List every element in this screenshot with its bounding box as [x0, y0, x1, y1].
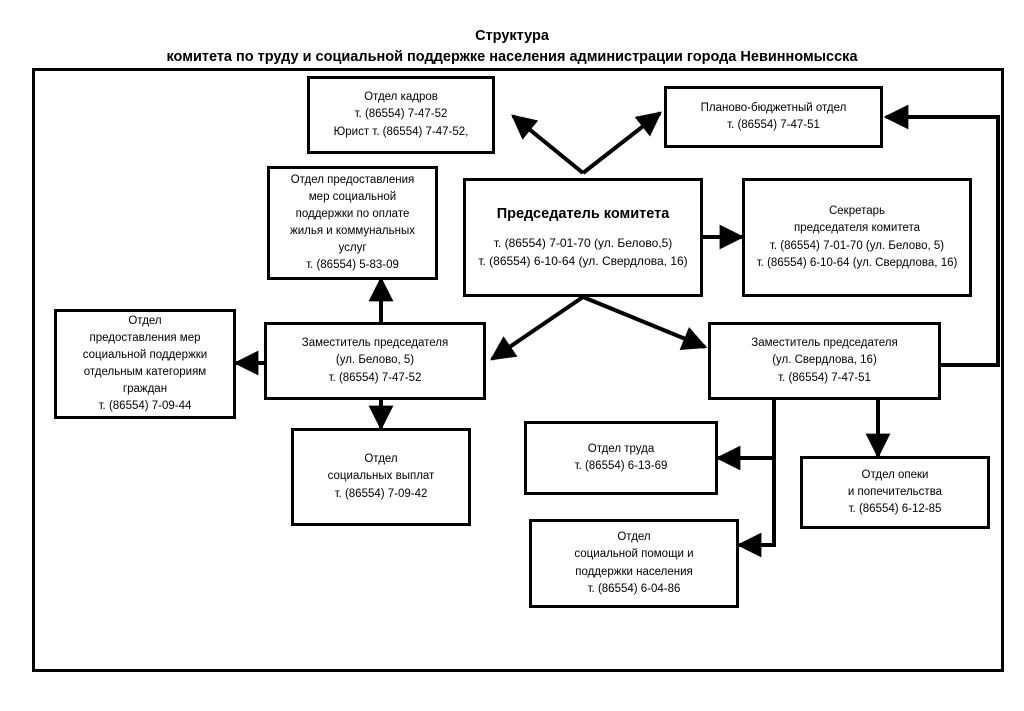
node-categories-support-department[interactable]: Отдел предоставления мер социальной подд… [54, 309, 236, 419]
node-social-aid-department[interactable]: Отдел социальной помощи и поддержки насе… [529, 519, 739, 608]
node-guardianship-line-1: и попечительства [847, 485, 943, 498]
title-line-1: Структура [475, 28, 549, 44]
node-categories-line-0: Отдел [128, 314, 162, 327]
node-secretary-line-0: Секретарь [828, 205, 886, 218]
node-housing-line-4: услуг [338, 242, 367, 255]
title-line-2: комитета по труду и социальной поддержке… [166, 49, 858, 66]
node-deputy-belovo[interactable]: Заместитель председателя (ул. Белово, 5)… [264, 322, 486, 400]
node-hr-department[interactable]: Отдел кадров т. (86554) 7-47-52 Юрист т.… [307, 76, 495, 154]
node-housing-line-0: Отдел предоставления [290, 173, 415, 186]
node-labor-line-0: Отдел труда [587, 442, 655, 455]
node-secretary-line-1: председателя комитета [793, 222, 921, 235]
node-deputy-belovo-line-1: (ул. Белово, 5) [335, 354, 415, 367]
node-payments-line-1: социальных выплат [327, 470, 435, 483]
node-budget-department[interactable]: Планово-бюджетный отдел т. (86554) 7-47-… [664, 86, 883, 148]
node-categories-line-4: граждан [122, 383, 168, 396]
node-payments-line-0: Отдел [364, 453, 398, 466]
node-chairman-line-0: т. (86554) 7-01-70 (ул. Белово,5) [493, 236, 673, 251]
node-guardianship-line-0: Отдел опеки [861, 468, 929, 481]
node-aid-line-0: Отдел [617, 531, 651, 544]
node-guardianship-line-2: т. (86554) 6-12-85 [848, 503, 942, 515]
node-aid-line-1: социальной помощи и [574, 548, 694, 561]
node-categories-line-2: социальной поддержки [82, 348, 208, 361]
node-aid-line-2: поддержки населения [575, 565, 693, 578]
node-hr-line-0: Отдел кадров [364, 91, 438, 104]
node-social-payments-department[interactable]: Отдел социальных выплат т. (86554) 7-09-… [291, 428, 471, 526]
node-labor-line-1: т. (86554) 6-13-69 [574, 460, 668, 472]
node-secretary-line-2: т. (86554) 7-01-70 (ул. Белово, 5) [769, 239, 945, 252]
diagram-frame [32, 68, 1004, 672]
node-hr-line-1: т. (86554) 7-47-52 [354, 108, 448, 121]
node-deputy-sverdlova-line-1: (ул. Свердлова, 16) [772, 354, 877, 367]
node-housing-line-2: поддержки по оплате [295, 207, 410, 220]
node-hr-line-2: Юрист т. (86554) 7-47-52, [333, 125, 469, 138]
node-chairman[interactable]: Председатель комитета т. (86554) 7-01-70… [463, 178, 703, 297]
node-categories-line-5: т. (86554) 7-09-44 [98, 400, 192, 413]
node-labor-department[interactable]: Отдел труда т. (86554) 6-13-69 [524, 421, 718, 495]
node-housing-line-1: мер социальной [308, 190, 397, 203]
node-deputy-belovo-line-2: т. (86554) 7-47-52 [328, 371, 422, 384]
node-categories-line-1: предоставления мер [89, 331, 201, 344]
node-housing-line-3: жилья и коммунальных [290, 225, 415, 237]
node-deputy-sverdlova[interactable]: Заместитель председателя (ул. Свердлова,… [708, 322, 941, 400]
node-deputy-belovo-line-0: Заместитель председателя [301, 337, 449, 350]
node-guardianship-department[interactable]: Отдел опеки и попечительства т. (86554) … [800, 456, 990, 529]
node-deputy-sverdlova-line-0: Заместитель председателя [751, 337, 898, 350]
node-secretary-line-3: т. (86554) 6-10-64 (ул. Свердлова, 16) [756, 256, 958, 269]
node-payments-line-2: т. (86554) 7-09-42 [334, 487, 428, 500]
page-title: Структура комитета по труду и социальной… [0, 26, 1024, 68]
node-chairman-line-1: т. (86554) 6-10-64 (ул. Свердлова, 16) [478, 254, 688, 269]
node-secretary[interactable]: Секретарь председателя комитета т. (8655… [742, 178, 972, 297]
node-deputy-sverdlova-line-2: т. (86554) 7-47-51 [778, 371, 871, 384]
node-chairman-title: Председатель комитета [496, 206, 670, 223]
node-housing-line-5: т. (86554) 5-83-09 [306, 259, 399, 272]
node-aid-line-3: т. (86554) 6-04-86 [587, 582, 681, 595]
node-housing-subsidy-department[interactable]: Отдел предоставления мер социальной подд… [267, 166, 438, 280]
node-categories-line-3: отдельным категориям [83, 366, 207, 378]
node-budget-line-1: т. (86554) 7-47-51 [727, 119, 820, 131]
node-budget-line-0: Планово-бюджетный отдел [700, 101, 847, 114]
